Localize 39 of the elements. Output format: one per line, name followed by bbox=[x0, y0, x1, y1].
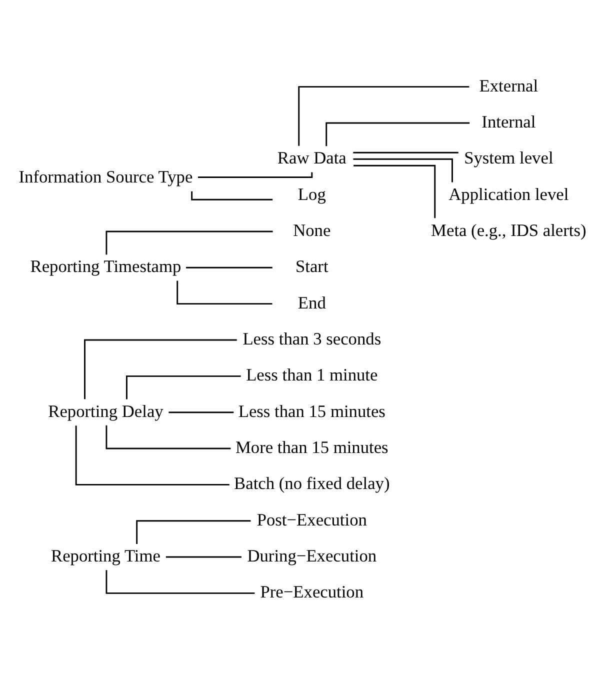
node-text: During−Execution bbox=[247, 546, 377, 566]
node-text: Reporting Timestamp bbox=[30, 256, 182, 276]
node-text: Reporting Time bbox=[50, 546, 160, 566]
connector bbox=[186, 266, 272, 268]
connector bbox=[353, 151, 458, 153]
node-text: More than 15 minutes bbox=[235, 437, 388, 456]
node-text: Less than 1 minute bbox=[246, 365, 378, 384]
node-text: Pre−Execution bbox=[260, 582, 364, 602]
node-text: None bbox=[293, 220, 331, 240]
connector bbox=[191, 190, 273, 200]
node-text: Application level bbox=[448, 184, 569, 204]
node-text: Information Source Type bbox=[18, 166, 193, 186]
connector bbox=[176, 280, 272, 304]
connector bbox=[106, 230, 273, 254]
connector bbox=[106, 570, 255, 594]
node-text: Meta (e.g., IDS alerts) bbox=[431, 220, 586, 240]
node-text: Post−Execution bbox=[256, 510, 367, 529]
connector bbox=[353, 158, 453, 182]
connector bbox=[166, 556, 242, 558]
node-text: Batch (no fixed delay) bbox=[234, 474, 390, 493]
connector bbox=[126, 374, 241, 399]
node-text: Start bbox=[296, 256, 328, 276]
connector bbox=[84, 338, 237, 399]
node-text: Less than 3 seconds bbox=[242, 328, 382, 348]
connector bbox=[168, 411, 234, 413]
connector bbox=[298, 86, 470, 146]
connector bbox=[326, 122, 470, 146]
node-text: System level bbox=[464, 148, 554, 168]
node-text: Reporting Delay bbox=[48, 401, 164, 420]
node-text: End bbox=[298, 292, 326, 312]
node-text: Less than 15 minutes bbox=[238, 401, 386, 420]
connector bbox=[136, 520, 251, 544]
connector bbox=[106, 424, 231, 449]
node-text: Internal bbox=[482, 112, 536, 131]
node-text: External bbox=[479, 76, 538, 95]
connector bbox=[75, 425, 230, 485]
node-text: Raw Data bbox=[277, 148, 346, 168]
node-text: Log bbox=[298, 184, 326, 204]
connector bbox=[354, 164, 436, 218]
